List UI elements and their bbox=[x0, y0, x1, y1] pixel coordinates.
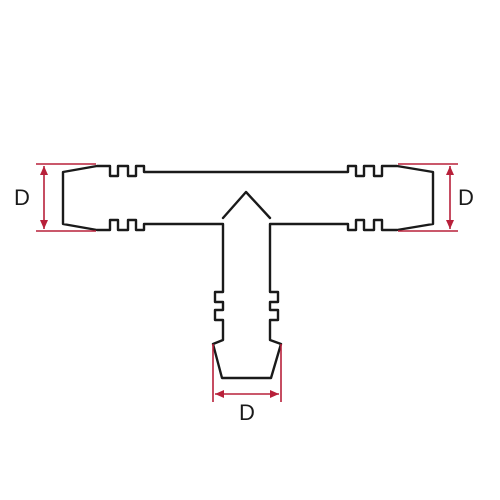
right-dimension-label: D bbox=[458, 185, 474, 210]
left-dimension-label: D bbox=[14, 185, 30, 210]
bottom-dimension-label: D bbox=[239, 400, 255, 425]
right-dimension: D bbox=[398, 163, 474, 232]
left-dimension: D bbox=[14, 163, 96, 232]
tee-fitting-outline bbox=[61, 164, 435, 380]
branch-tip-outline bbox=[221, 190, 272, 220]
bottom-dimension: D bbox=[212, 344, 282, 425]
